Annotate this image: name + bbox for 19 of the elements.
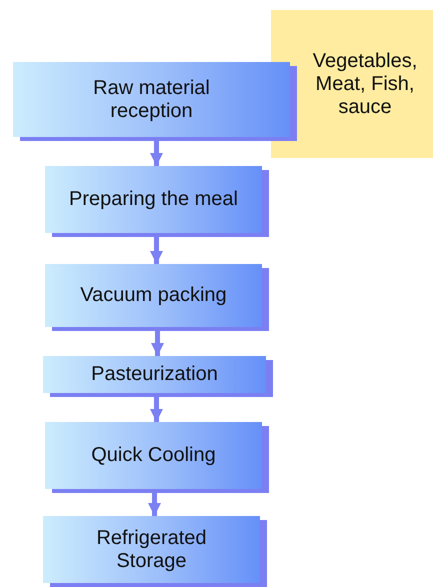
arrow: [150, 397, 163, 422]
step-label: Raw material reception: [92, 76, 211, 122]
arrow: [151, 331, 164, 356]
process-box: [45, 166, 262, 233]
process-box: [45, 264, 262, 327]
input-note-box: [271, 10, 433, 158]
process-box: [43, 516, 260, 583]
process-box: [43, 356, 266, 393]
arrow: [148, 493, 161, 516]
process-box: [45, 422, 262, 489]
arrow: [150, 141, 163, 166]
process-box: [13, 62, 290, 137]
note-text: Vegetables, Meat, Fish, sauce: [312, 50, 418, 118]
step-label: Quick Cooling: [91, 444, 216, 467]
step-label: Preparing the meal: [69, 188, 238, 211]
step-label: Pasteurization: [91, 363, 218, 386]
arrow: [150, 237, 163, 264]
step-label: Refrigerated Storage: [95, 526, 208, 572]
step-label: Vacuum packing: [80, 284, 227, 307]
